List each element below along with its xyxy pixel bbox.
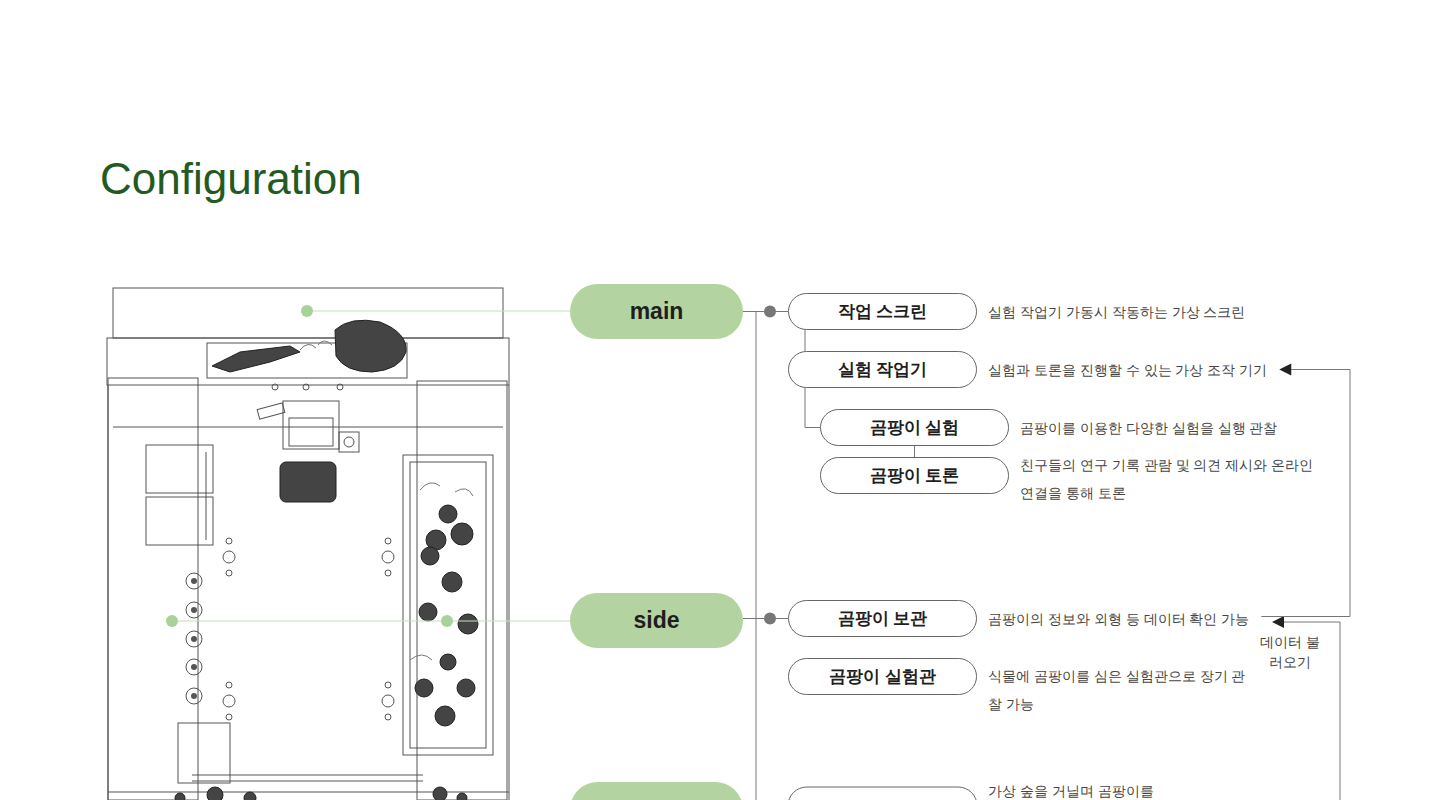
item-description: 곰팡이의 정보와 외형 등 데이터 확인 가능 <box>988 605 1249 633</box>
item-name: 작업 스크린 <box>788 293 977 330</box>
item-box: 실험 작업기실험과 토론을 진행할 수 있는 가상 조작 기기 <box>788 351 977 388</box>
connector-line <box>1261 370 1350 617</box>
item-description: 실험과 토론을 진행할 수 있는 가상 조작 기기 <box>988 356 1267 384</box>
arrow-head <box>1279 364 1291 376</box>
item-description: 실험 작업기 가동시 작동하는 가상 스크린 <box>988 298 1245 326</box>
item-name: 곰팡이 실험 <box>820 409 1009 446</box>
section-name: side <box>570 593 743 648</box>
item-description: 친구들의 연구 기록 관람 및 의견 제시와 온라인 연결을 통해 토론 <box>1020 451 1320 507</box>
item-description: 식물에 곰팡이를 심은 실험관으로 장기 관찰 가능 <box>988 662 1250 718</box>
item-box: 작업 스크린실험 작업기 가동시 작동하는 가상 스크린 <box>788 293 977 330</box>
section-pill: main <box>570 284 743 339</box>
item-description: 곰팡이를 이용한 다양한 실험을 실행 관찰 <box>1020 414 1277 442</box>
note-label: 가상 숲을 거닐며 곰팡이를 <box>988 783 1288 800</box>
note-label: 데이터 불러오기 <box>1256 632 1324 672</box>
section-name: main <box>570 284 743 339</box>
item-name: 곰팡이 토론 <box>820 457 1009 494</box>
item-name: 실험 작업기 <box>788 351 977 388</box>
item-box: 곰팡이 실험곰팡이를 이용한 다양한 실험을 실행 관찰 <box>820 409 1009 446</box>
connector-line <box>914 446 915 457</box>
connector-line <box>805 330 806 351</box>
diagram-title: Configuration <box>100 154 362 204</box>
item-name: 곰팡이 실험관 <box>788 658 977 695</box>
junction-dot <box>764 306 776 318</box>
section-pill: side <box>570 593 743 648</box>
junction-dot <box>764 613 776 625</box>
connector-line <box>805 388 820 428</box>
item-box: 곰팡이 실험관식물에 곰팡이를 심은 실험관으로 장기 관찰 가능 <box>788 658 977 695</box>
item-box: 곰팡이 토론친구들의 연구 기록 관람 및 의견 제시와 온라인 연결을 통해 … <box>820 457 1009 494</box>
item-name: 곰팡이 보관 <box>788 600 977 637</box>
item-box: 곰팡이 보관곰팡이의 정보와 외형 등 데이터 확인 가능 <box>788 600 977 637</box>
